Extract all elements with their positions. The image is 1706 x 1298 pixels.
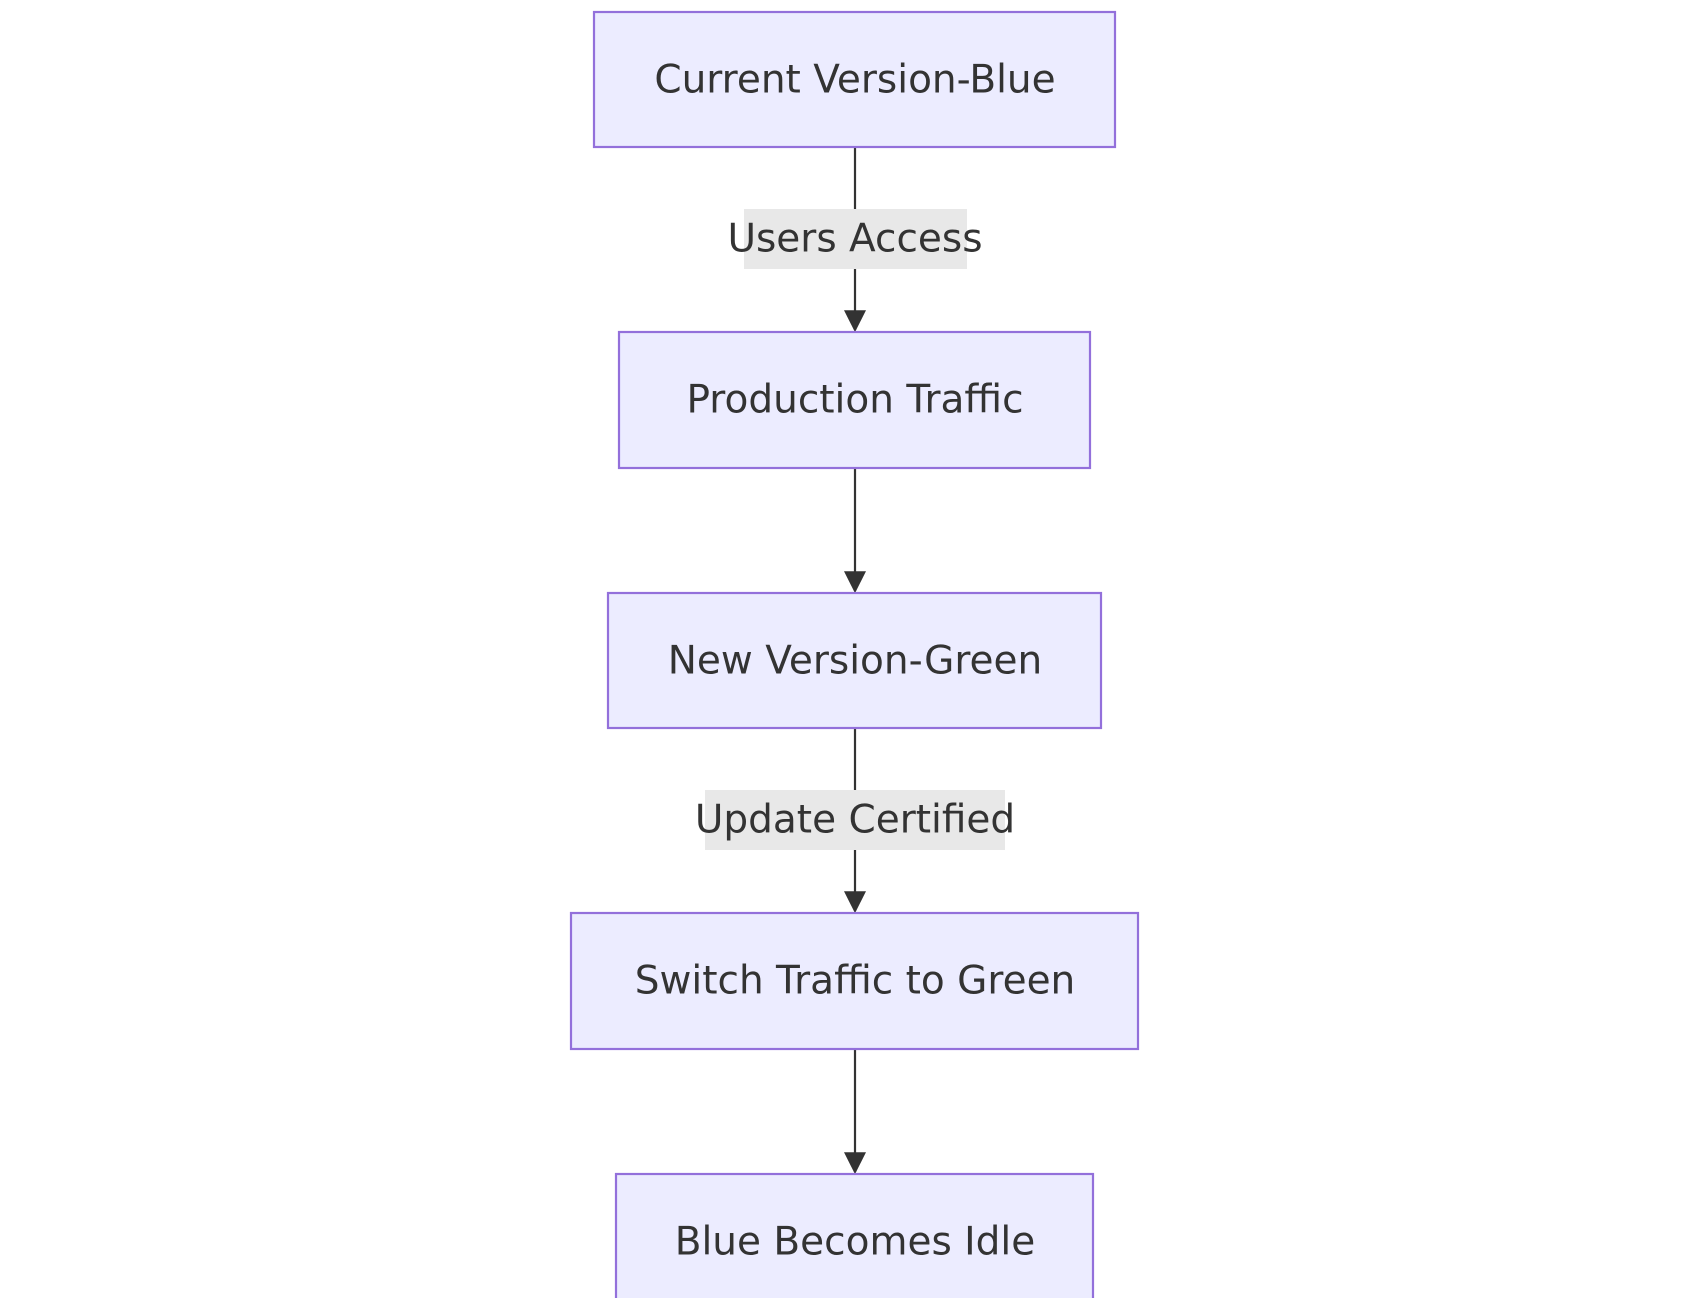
node-production-traffic: Production Traffic: [617, 330, 1092, 470]
node-label: Current Version-Blue: [654, 58, 1055, 103]
node-new-version-green: New Version-Green: [606, 591, 1103, 730]
node-label: New Version-Green: [668, 639, 1042, 684]
edge-label-background: [744, 209, 967, 269]
node-label: Production Traffic: [686, 378, 1023, 423]
node-box: [569, 911, 1140, 1051]
node-label: Blue Becomes Idle: [675, 1220, 1036, 1265]
edge-label-background: [705, 790, 1005, 850]
node-blue-becomes-idle: Blue Becomes Idle: [614, 1172, 1095, 1298]
node-box: [617, 330, 1092, 470]
node-label: Switch Traffic to Green: [635, 959, 1076, 1004]
node-switch-traffic-to-green: Switch Traffic to Green: [569, 911, 1140, 1051]
edge-label-update-certified: Update Certified: [695, 798, 1015, 843]
edge-label-users-access: Users Access: [727, 217, 982, 262]
edge-green-to-switch: Update Certified: [695, 729, 1015, 914]
node-box: [614, 1172, 1095, 1298]
node-box: [592, 10, 1117, 149]
node-current-version-blue: Current Version-Blue: [592, 10, 1117, 149]
edge-blue-to-traffic: Users Access: [727, 148, 983, 333]
node-box: [606, 591, 1103, 730]
